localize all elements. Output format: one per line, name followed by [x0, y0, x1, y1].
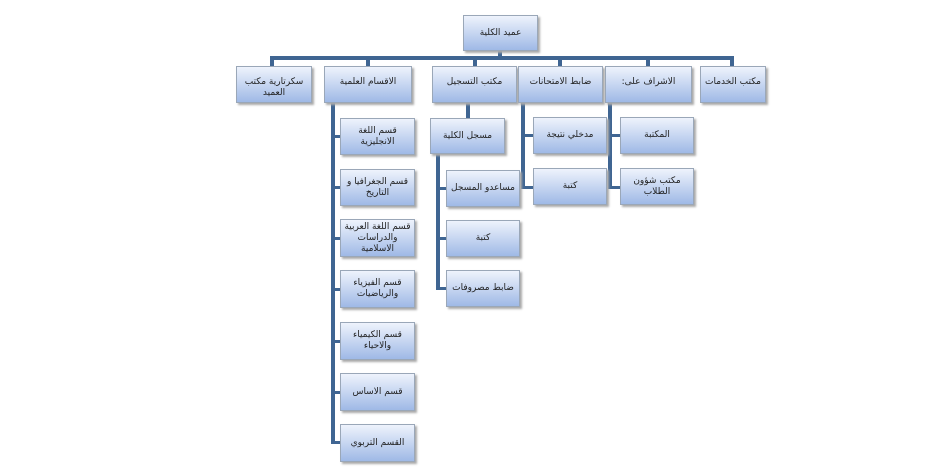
connector: [270, 56, 734, 60]
department-box: قسم الكيمياء والاحياء: [340, 322, 415, 360]
exams-child-box: مدخلي نتيجة: [533, 117, 607, 154]
connector: [521, 186, 533, 189]
connector: [331, 441, 341, 444]
connector: [436, 153, 440, 290]
departments-box: الاقسام العلمية: [324, 66, 412, 103]
connector: [436, 187, 446, 190]
connector: [608, 134, 620, 137]
supervision-child-box: المكتبة: [620, 117, 694, 154]
connector: [473, 56, 477, 66]
registration-child-box: كتبة: [446, 220, 520, 257]
registration-office-box: مكتب التسجيل: [432, 66, 517, 103]
connector: [331, 391, 341, 394]
supervision-child-box: مكتب شؤون الطلاب: [620, 168, 694, 205]
department-box: قسم الفيزياء والرياضيات: [340, 270, 415, 308]
connector: [366, 56, 370, 66]
connector: [436, 237, 446, 240]
department-box: قسم اللغة العربية والدراسات الاسلامية: [340, 219, 415, 257]
connector: [608, 186, 620, 189]
connector: [498, 50, 502, 60]
exams-officer-box: ضابط الامتحانات: [518, 66, 603, 103]
registration-child-box: ضابط مصروفات: [446, 270, 520, 307]
connector: [331, 237, 341, 240]
connector: [558, 56, 562, 66]
registrar-box: مسجل الكلية: [430, 118, 505, 154]
connector: [521, 102, 525, 189]
services-office-box: مكتب الخدمات: [700, 66, 766, 103]
connector: [646, 56, 650, 66]
connector: [608, 102, 612, 189]
connector: [331, 288, 341, 291]
connector: [466, 102, 470, 118]
dean-box: عميد الكلية: [463, 15, 538, 51]
connector: [331, 340, 341, 343]
connector: [730, 56, 734, 66]
connector: [270, 56, 274, 66]
supervision-box: الاشراف على:: [605, 66, 692, 103]
connector: [331, 102, 335, 444]
connector: [331, 135, 341, 138]
department-box: قسم الاساس: [340, 373, 415, 411]
registration-child-box: مساعدو المسجل: [446, 170, 520, 207]
department-box: قسم اللغة الانجليزية: [340, 118, 415, 155]
connector: [521, 134, 533, 137]
exams-child-box: كتبة: [533, 168, 607, 205]
department-box: قسم الجغرافيا و التاريخ: [340, 169, 415, 206]
connector: [331, 186, 341, 189]
connector: [436, 287, 446, 290]
department-box: القسم التربوي: [340, 424, 415, 462]
dean-secretary-box: سكرتارية مكتب العميد: [236, 66, 312, 103]
